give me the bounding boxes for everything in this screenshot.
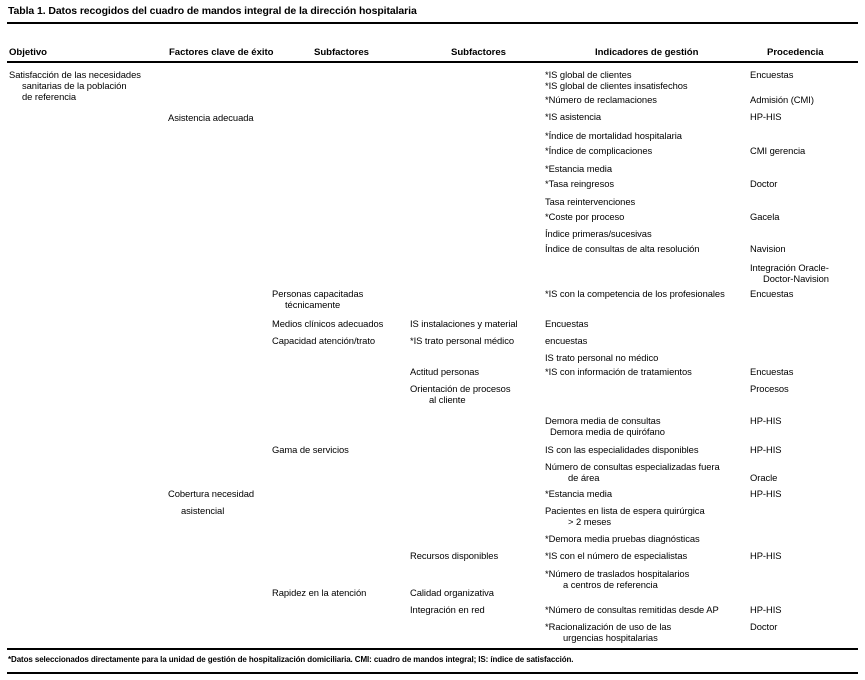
cell-indicador: Encuestas	[545, 318, 589, 329]
cell-subfactor-2: al cliente	[429, 394, 466, 405]
column-header: Subfactores	[314, 47, 369, 58]
cell-procedencia: Doctor-Navision	[763, 273, 829, 284]
cell-subfactor-1: Personas capacitadas	[272, 288, 364, 299]
cell-indicador: *Estancia media	[545, 488, 612, 499]
cell-procedencia: HP-HIS	[750, 415, 782, 426]
cell-indicador: *Estancia media	[545, 163, 612, 174]
cell-subfactor-2: Orientación de procesos	[410, 383, 511, 394]
column-header: Subfactores	[451, 47, 506, 58]
cell-procedencia: HP-HIS	[750, 604, 782, 615]
cell-procedencia: Navision	[750, 243, 786, 254]
cell-procedencia: Doctor	[750, 621, 778, 632]
cell-procedencia: Admisión (CMI)	[750, 94, 814, 105]
cell-objetivo: Satisfacción de las necesidades	[9, 69, 141, 80]
cell-indicador: *Número de reclamaciones	[545, 94, 657, 105]
cell-indicador: *Tasa reingresos	[545, 178, 615, 189]
cell-indicador: Tasa reintervenciones	[545, 196, 636, 207]
cell-factor-clave: Cobertura necesidad	[168, 488, 255, 499]
cell-factor-clave: Asistencia adecuada	[168, 112, 254, 123]
cell-indicador: Número de consultas especializadas fuera	[545, 461, 720, 472]
cell-indicador: a centros de referencia	[563, 579, 658, 590]
cell-indicador: *IS con el número de especialistas	[545, 550, 688, 561]
cell-subfactor-2: IS instalaciones y material	[410, 318, 518, 329]
cell-procedencia: Doctor	[750, 178, 778, 189]
cell-subfactor-2: Recursos disponibles	[410, 550, 499, 561]
cell-procedencia: Encuestas	[750, 288, 794, 299]
cell-indicador: IS con las especialidades disponibles	[545, 444, 699, 455]
cell-indicador: encuestas	[545, 335, 588, 346]
cell-indicador: de área	[568, 472, 600, 483]
cell-procedencia: HP-HIS	[750, 444, 782, 455]
cell-procedencia: HP-HIS	[750, 488, 782, 499]
cell-indicador: *Número de consultas remitidas desde AP	[545, 604, 719, 615]
rule-footer	[7, 648, 858, 650]
cell-indicador: Demora media de consultas	[545, 415, 661, 426]
cell-procedencia: Encuestas	[750, 69, 794, 80]
cell-subfactor-1: técnicamente	[285, 299, 341, 310]
table-footnote: *Datos seleccionados directamente para l…	[8, 655, 574, 664]
cell-indicador: *IS global de clientes insatisfechos	[545, 80, 688, 91]
column-header: Objetivo	[9, 47, 47, 58]
cell-objetivo: sanitarias de la población	[22, 80, 127, 91]
column-header: Indicadores de gestión	[595, 47, 699, 58]
cell-indicador: *IS global de clientes	[545, 69, 632, 80]
column-header: Procedencia	[767, 47, 824, 58]
cell-indicador: *Demora media pruebas diagnósticas	[545, 533, 700, 544]
cell-indicador: *Racionalización de uso de las	[545, 621, 672, 632]
cell-indicador: > 2 meses	[568, 516, 612, 527]
cell-indicador: *IS con la competencia de los profesiona…	[545, 288, 725, 299]
cell-subfactor-1: Capacidad atención/trato	[272, 335, 376, 346]
cell-indicador: *Número de traslados hospitalarios	[545, 568, 690, 579]
cell-indicador: urgencias hospitalarias	[563, 632, 658, 643]
cell-procedencia: Integración Oracle-	[750, 262, 829, 273]
cell-subfactor-2: *IS trato personal médico	[410, 335, 515, 346]
rule-top	[7, 22, 858, 24]
cell-indicador: *IS asistencia	[545, 111, 602, 122]
cell-objetivo: de referencia	[22, 91, 77, 102]
cell-indicador: IS trato personal no médico	[545, 352, 659, 363]
cell-subfactor-2: Actitud personas	[410, 366, 480, 377]
cell-procedencia: Oracle	[750, 472, 778, 483]
column-header: Factores clave de éxito	[169, 47, 274, 58]
cell-procedencia: Procesos	[750, 383, 789, 394]
cell-indicador: *IS con información de tratamientos	[545, 366, 692, 377]
cell-factor-clave: asistencial	[181, 505, 225, 516]
cell-subfactor-1: Gama de servicios	[272, 444, 349, 455]
cell-indicador: *Índice de mortalidad hospitalaria	[545, 130, 682, 141]
cell-indicador: Índice primeras/sucesivas	[545, 228, 652, 239]
cell-indicador: Índice de consultas de alta resolución	[545, 243, 700, 254]
rule-header	[7, 61, 858, 63]
cell-indicador: Demora media de quirófano	[550, 426, 665, 437]
cell-procedencia: Gacela	[750, 211, 780, 222]
rule-bottom	[7, 672, 858, 674]
cell-procedencia: Encuestas	[750, 366, 794, 377]
cell-subfactor-2: Calidad organizativa	[410, 587, 494, 598]
cell-indicador: Pacientes en lista de espera quirúrgica	[545, 505, 705, 516]
cell-indicador: *Coste por proceso	[545, 211, 625, 222]
cell-procedencia: HP-HIS	[750, 550, 782, 561]
cell-subfactor-2: Integración en red	[410, 604, 485, 615]
cell-procedencia: HP-HIS	[750, 111, 782, 122]
cell-factor-clave: Rapidez en la atención	[272, 587, 367, 598]
cell-procedencia: CMI gerencia	[750, 145, 806, 156]
cell-indicador: *Índice de complicaciones	[545, 145, 653, 156]
table-caption: Tabla 1. Datos recogidos del cuadro de m…	[8, 5, 417, 17]
cell-subfactor-1: Medios clínicos adecuados	[272, 318, 384, 329]
